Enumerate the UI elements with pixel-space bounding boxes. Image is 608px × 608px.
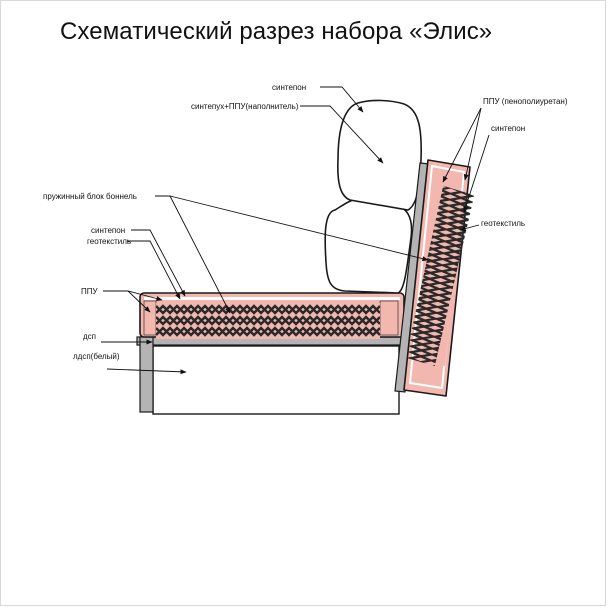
label-sintepon-left: синтепон: [91, 226, 125, 235]
label-sintepon-top: синтепон: [272, 83, 306, 92]
label-sintepuh-ppu: синтепух+ППУ(наполнитель): [191, 102, 299, 111]
seat-cushion: [139, 292, 405, 339]
label-dsp: дсп: [83, 332, 96, 341]
label-spring-block: пружинный блок боннель: [43, 192, 137, 201]
label-geotextile-left: геотекстиль: [87, 237, 131, 246]
leader-ppu-right: [463, 107, 482, 181]
seat-foam-right: [379, 300, 399, 336]
leader-sintepon-left: [131, 229, 186, 297]
leader-spring-block-back: [169, 195, 429, 262]
leader-ldsp: [106, 368, 187, 375]
label-ldsp: лдсп(белый): [73, 352, 120, 361]
back-cushion: [324, 99, 423, 294]
side-panel-left: [139, 336, 154, 413]
leader-geotextile-right: [459, 224, 480, 231]
ldsp-base-box: [152, 345, 400, 415]
leader-geotextile-left: [127, 240, 181, 300]
label-sintepon-right: синтепон: [491, 124, 525, 133]
leader-sintepon-right: [463, 134, 490, 213]
leader-sintepuh-ppu: [300, 105, 384, 164]
backrest-panel: [394, 159, 476, 397]
seat-foam-left: [143, 300, 157, 336]
label-ppu-polyurethane: ППУ (пенополиуретан): [483, 97, 568, 106]
seat-spring-zigzag: [156, 304, 380, 337]
leader-ppu-right-2: [442, 107, 482, 183]
diagram-title: Схематический разрез набора «Элис»: [60, 18, 493, 45]
leader-ppu-left-2: [127, 290, 151, 313]
label-ppu-left: ППУ: [81, 287, 99, 296]
label-geotextile-right: геотекстиль: [481, 219, 525, 228]
leader-sintepon-top: [320, 86, 364, 113]
